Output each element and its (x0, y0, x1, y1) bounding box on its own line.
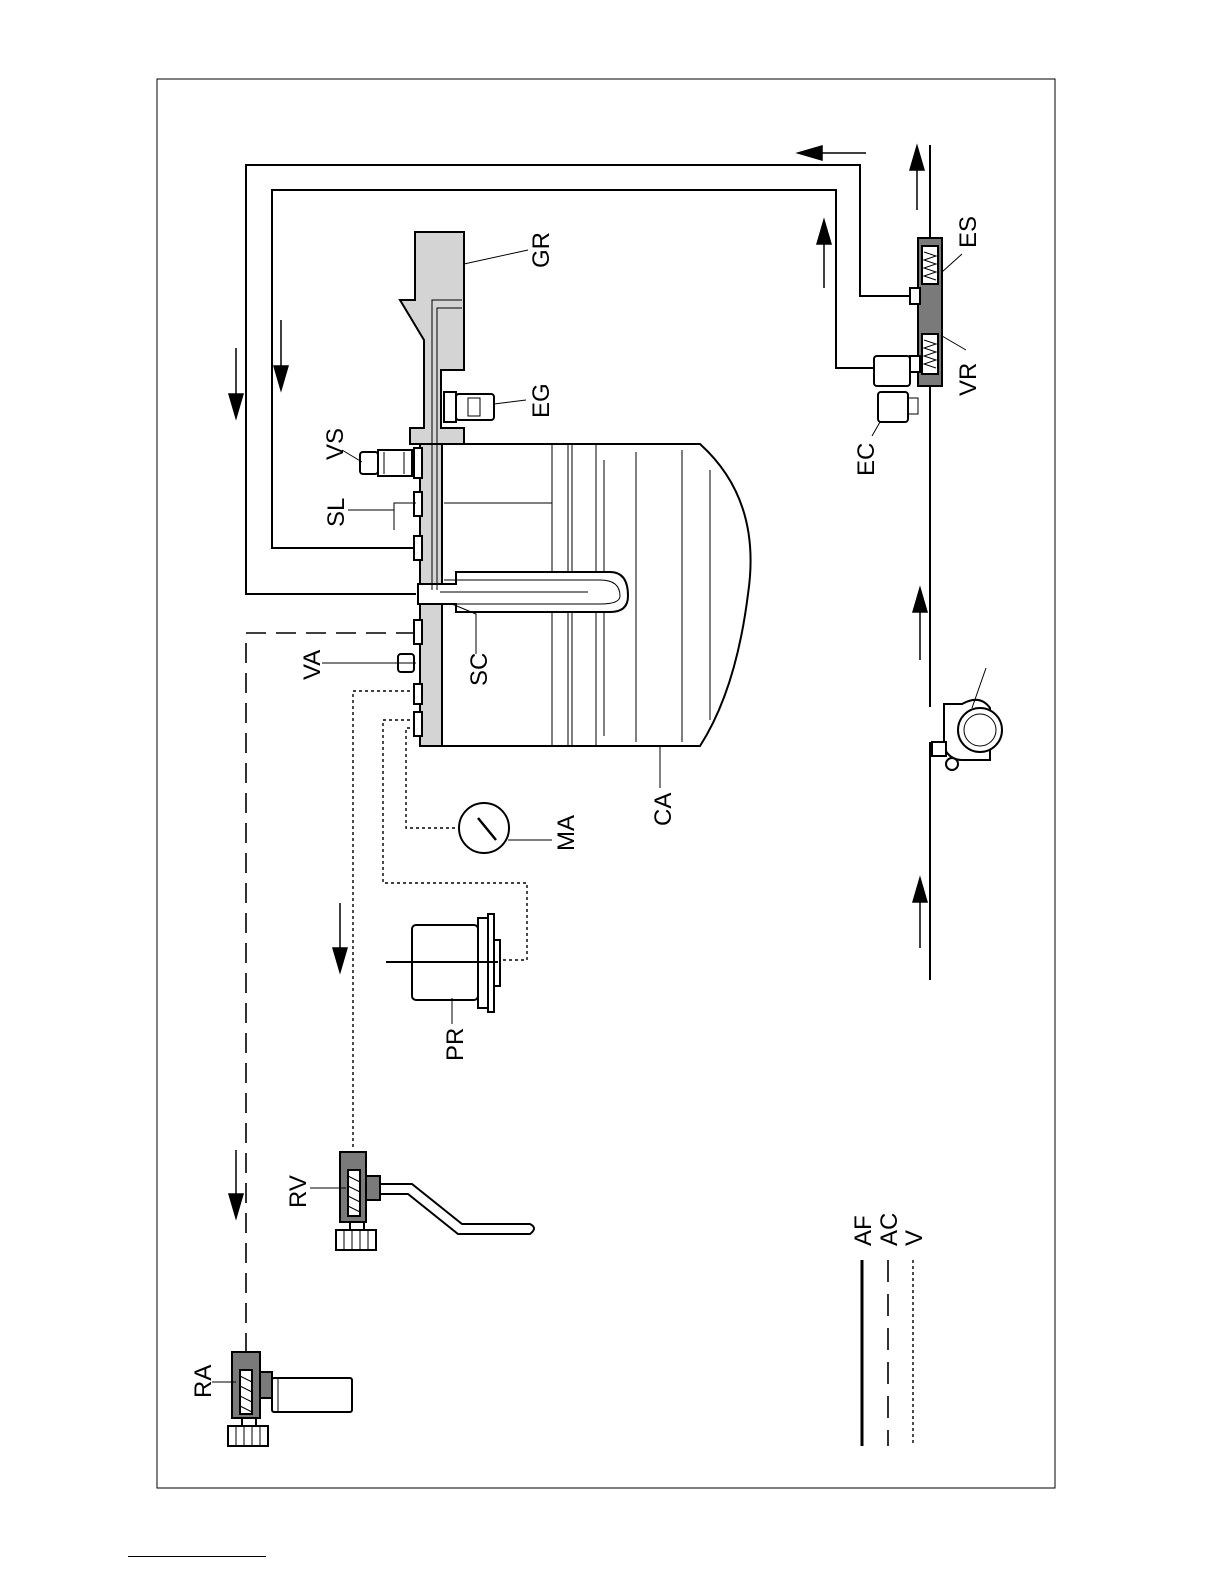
safety-valve (360, 450, 412, 476)
dotted-circuit (353, 691, 527, 1150)
legend-af: AF (850, 1215, 877, 1246)
label-vs: VS (322, 428, 349, 460)
label-rv: RV (285, 1175, 312, 1208)
legend: AF AC V (850, 1213, 928, 1446)
hot-water-tap (228, 1352, 352, 1446)
label-sl: SL (323, 498, 350, 527)
label-es: ES (955, 216, 982, 248)
air-valve (398, 654, 416, 672)
manometer (459, 803, 509, 853)
valve-block (910, 238, 942, 386)
label-sc: SC (466, 653, 493, 686)
label-va: VA (299, 650, 326, 680)
legend-v: V (901, 1230, 928, 1246)
level-probe (394, 503, 416, 530)
footer-rule (128, 1556, 266, 1557)
label-gr: GR (528, 232, 555, 268)
label-eg: EG (528, 383, 555, 418)
label-ec: EC (853, 443, 880, 476)
legend-ac: AC (876, 1213, 903, 1246)
leader-lines (212, 250, 966, 1382)
label-ca: CA (650, 793, 677, 826)
pump (932, 668, 1002, 770)
label-ra: RA (190, 1365, 217, 1398)
group-solenoid (444, 392, 494, 422)
label-vr: VR (955, 363, 982, 396)
dashed-circuit (246, 633, 416, 1360)
label-ma: MA (553, 815, 580, 851)
pressostat (386, 914, 500, 1012)
label-pr: PR (442, 1028, 469, 1061)
steam-tap (336, 1152, 534, 1250)
